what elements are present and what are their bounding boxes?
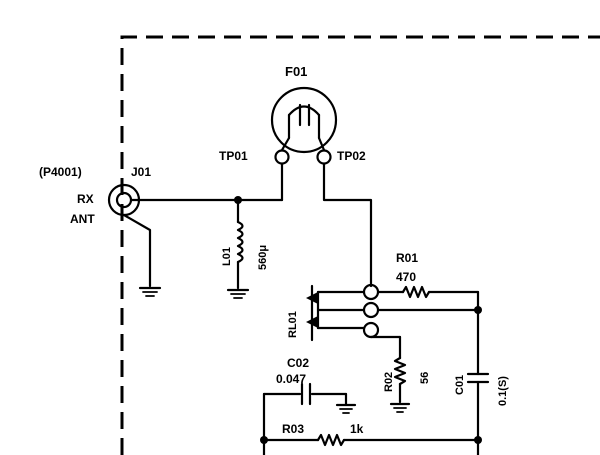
capacitor-c01 (466, 308, 490, 442)
test-point-tp02 (316, 149, 332, 165)
capacitor-c02 (262, 382, 357, 414)
wire-tp02-relay (322, 162, 373, 288)
wire-jack-ground (122, 213, 162, 297)
label-c02-ref: C02 (287, 356, 309, 370)
label-rx: RX (77, 192, 94, 206)
resistor-r02 (369, 335, 411, 413)
label-r01-value: 470 (396, 270, 416, 284)
fuse-f01 (270, 86, 338, 154)
label-ant: ANT (70, 212, 95, 226)
label-c02-value: 0.047 (276, 372, 306, 386)
label-r02-ref: R02 (383, 372, 395, 392)
junction-dot (260, 436, 268, 444)
resistor-r03 (262, 392, 480, 455)
label-connector: (P4001) (39, 165, 82, 179)
inductor-l01 (226, 198, 250, 299)
label-rl01: RL01 (287, 311, 299, 338)
label-r03-ref: R03 (282, 422, 304, 436)
label-tp01: TP01 (219, 149, 248, 163)
label-c01-value: 0.1(S) (497, 376, 509, 406)
label-f01: F01 (285, 64, 307, 79)
board-outline (120, 35, 600, 455)
relay-rl01 (306, 283, 380, 342)
label-c01-ref: C01 (454, 375, 466, 395)
test-point-tp01 (274, 149, 290, 165)
label-r03-value: 1k (350, 422, 364, 436)
label-r01-ref: R01 (396, 251, 418, 265)
label-tp02: TP02 (337, 149, 366, 163)
label-r02-value: 56 (419, 372, 431, 384)
wire-antenna-line (129, 162, 284, 202)
label-j01: J01 (131, 165, 151, 179)
resistor-r01 (376, 285, 480, 312)
label-l01-ref: L01 (221, 247, 233, 266)
label-l01-value: 560μ (257, 245, 269, 270)
